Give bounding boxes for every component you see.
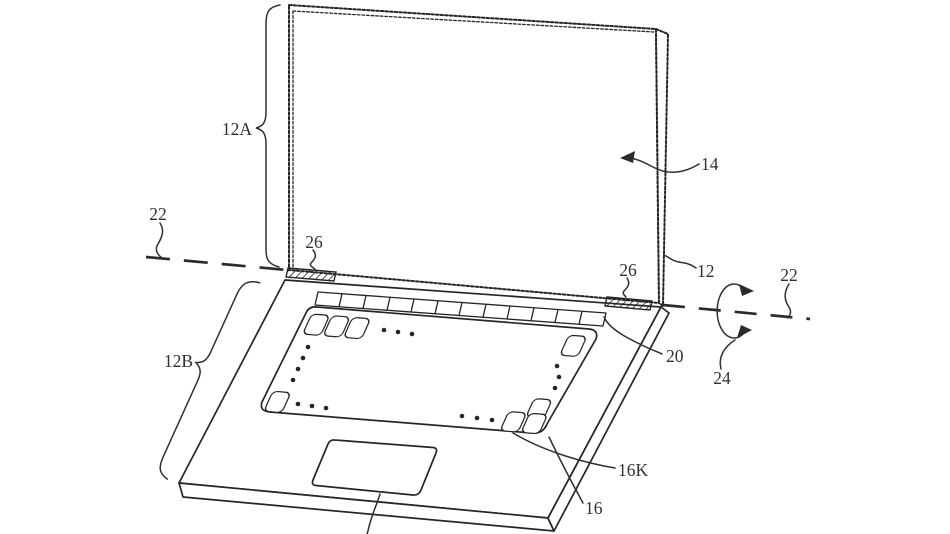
function-key-row [314,291,607,327]
laptop-lid [288,4,669,307]
key [324,315,350,338]
callout-key: 16K [512,432,649,480]
callout-function-row-label: 20 [666,346,684,366]
rotation-arrowhead-top [739,284,754,296]
brace-12a [255,4,281,268]
hinge-left [285,267,337,282]
callout-display-label: 14 [701,154,719,174]
trackpad [311,439,438,534]
key-16k [501,411,526,433]
key [521,413,547,435]
callout-axis-left-label: 22 [149,204,167,224]
callout-rotation-label: 24 [713,368,731,388]
callout-keyboard-label: 16 [585,498,603,518]
trackpad-leader-line [366,493,381,534]
callout-hinge-right-label: 26 [619,260,637,280]
callout-upper-housing-label: 12A [222,119,253,139]
callout-upper-housing: 12A [222,4,281,268]
callout-hinge-right: 26 [619,260,637,298]
key-ellipsis-dots [290,327,562,423]
display-arrowhead [620,151,635,163]
key [264,390,290,413]
key [560,334,586,357]
callout-rotation: 24 [713,339,736,388]
callout-housing: 12 [663,254,715,281]
callout-lower-housing-label: 12B [164,351,193,371]
callout-keyboard: 16 [548,436,603,518]
key [303,313,329,336]
callout-function-row: 20 [603,316,684,366]
key [344,317,370,340]
callout-axis-right: 22 [780,265,798,319]
callout-axis-right-label: 22 [780,265,798,285]
rotation-arrowhead-bottom [737,325,752,338]
brace-12b [159,280,261,480]
callout-key-label: 16K [618,460,649,480]
callout-axis-left: 22 [149,204,167,259]
hinge-right [604,296,653,311]
display-panel [288,4,660,304]
callout-hinge-left-label: 26 [305,232,323,252]
rotation-arrow [716,283,754,339]
lid-side-face [655,28,669,307]
keyboard [260,306,598,435]
base-right-face [547,306,670,532]
rotation-axis-line [145,255,811,321]
callout-display: 14 [620,151,719,174]
callout-housing-label: 12 [697,261,715,281]
callout-lower-housing: 12B [159,280,261,480]
callout-hinge-left: 26 [305,232,323,270]
